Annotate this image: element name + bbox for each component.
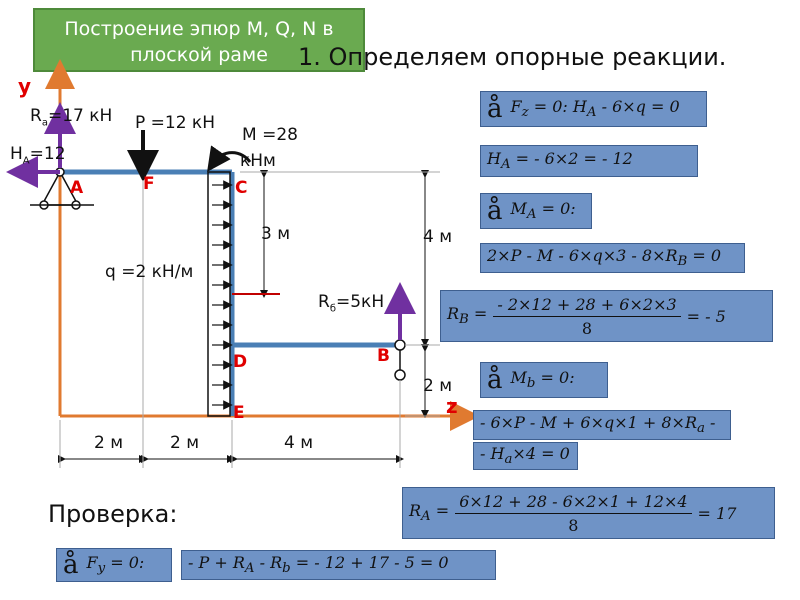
slide-heading: 1. Определяем опорные реакции. xyxy=(298,43,727,71)
axis-z-label: z xyxy=(446,394,458,418)
roller-support-b xyxy=(394,339,406,381)
dim-label-1: 2 м xyxy=(94,433,124,453)
point-c-label: C xyxy=(235,178,248,198)
reaction-rb-label: Rб=5кН xyxy=(318,292,385,315)
dimension-lines xyxy=(58,170,440,468)
equation-check: - P + RA - Rb = - 12 + 17 - 5 = 0 xyxy=(181,550,496,580)
slide-title: Построение эпюр M, Q, N в плоской раме xyxy=(33,8,365,72)
point-f-label: F xyxy=(143,174,155,194)
equation-text: Fz = 0: HA - 6×q = 0 xyxy=(510,97,680,121)
point-d-label: D xyxy=(233,352,248,372)
distributed-load-q xyxy=(207,171,231,417)
point-b-label: B xyxy=(377,346,390,366)
dim-label-v1: 3 м xyxy=(261,224,291,244)
point-e-label: E xyxy=(233,403,245,423)
equation-moment-b: - 6×P - M + 6×q×1 + 8×Ra - xyxy=(473,410,731,440)
moment-m-label: M =28 xyxy=(242,125,298,145)
q-load-arrows xyxy=(212,180,233,410)
dim-label-v2: 4 м xyxy=(423,227,453,247)
dim-label-3: 4 м xyxy=(284,433,314,453)
moment-m-unit: кНм xyxy=(240,151,276,171)
equation-moment-b-cont: - Ha×4 = 0 xyxy=(473,442,578,470)
load-p-label: P =12 кН xyxy=(135,113,215,133)
moment-m-arrow xyxy=(207,145,252,172)
dim-label-2: 2 м xyxy=(170,433,200,453)
dim-label-v3: 2 м xyxy=(423,376,453,396)
reaction-ha-label: HA=12 xyxy=(10,144,66,167)
point-a-label: A xyxy=(70,178,84,198)
load-q-label: q =2 кН/м xyxy=(105,262,194,282)
equation-moment-a: 2×P - M - 6×q×3 - 8×RB = 0 xyxy=(480,243,745,273)
check-label: Проверка: xyxy=(48,500,178,528)
equation-ha: HA = - 6×2 = - 12 xyxy=(480,145,698,177)
reaction-ra-label: Ra=17 кН xyxy=(30,106,113,129)
axis-y-label: y xyxy=(18,74,32,98)
